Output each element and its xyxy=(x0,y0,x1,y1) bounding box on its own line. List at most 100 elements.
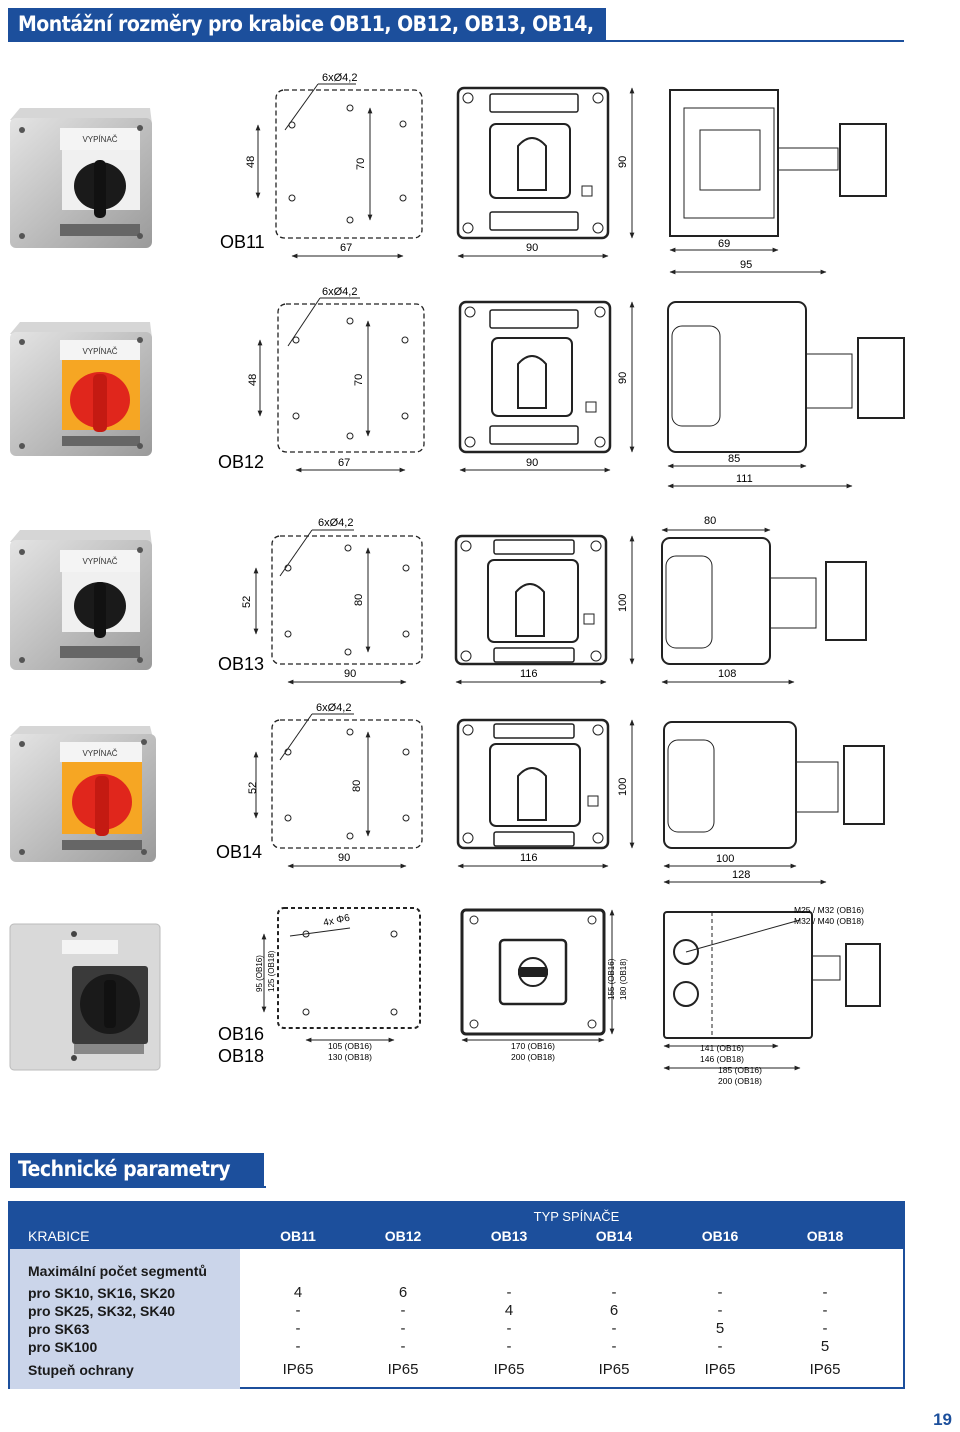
table-cell: IP65 xyxy=(282,1361,314,1378)
front-h1-ob16: 155 (OB16) xyxy=(607,958,616,1000)
hole-spec-ob14: 6xØ4,2 xyxy=(316,702,351,714)
table-cell: 4 xyxy=(293,1284,303,1301)
side-top-ob13: 80 xyxy=(704,515,716,527)
dim-w1-ob16: 105 (OB16) xyxy=(328,1041,372,1051)
table-cell: - xyxy=(400,1302,406,1319)
column-header: OB12 xyxy=(384,1228,422,1244)
side-a2-ob18: 146 (OB18) xyxy=(700,1054,744,1064)
side-b-ob14: 128 xyxy=(732,869,750,881)
table-cell: - xyxy=(822,1284,828,1301)
dim-mid-ob13: 80 xyxy=(353,594,365,606)
table-cell: - xyxy=(295,1320,301,1337)
dim-mid-ob14: 80 xyxy=(351,780,363,792)
dim-h2-ob18: 125 (OB18) xyxy=(267,950,276,992)
table-cell: IP65 xyxy=(387,1361,419,1378)
dim-h1-ob16: 95 (OB16) xyxy=(255,955,264,992)
table-cell: IP65 xyxy=(704,1361,736,1378)
row-ob14: VYPÍNAČ OB14 6xØ4,2 52 80 90 100 11 xyxy=(10,702,885,885)
table-cell: - xyxy=(506,1320,512,1337)
table-cell: - xyxy=(611,1338,617,1355)
product-photo-ob11: VYPÍNAČ xyxy=(10,108,152,248)
table-header: TYP SPÍNAČE KRABICE OB11 OB12 OB13 OB14 … xyxy=(10,1203,903,1249)
gland-ob16: M25 / M32 (OB16) xyxy=(794,905,864,915)
page-number: 19 xyxy=(933,1410,952,1429)
dim-width-ob11: 67 xyxy=(340,242,352,254)
hole-spec-ob11: 6xØ4,2 xyxy=(322,72,357,84)
dim-mid-ob12: 70 xyxy=(353,374,365,386)
front-height-ob13: 100 xyxy=(617,594,629,612)
photo-brand-text: VYPÍNAČ xyxy=(82,749,117,758)
table-cell: IP65 xyxy=(493,1361,525,1378)
table-row-label: pro SK25, SK32, SK40 xyxy=(28,1303,176,1319)
side-b1-ob16: 185 (OB16) xyxy=(718,1065,762,1075)
switch-type-label: TYP SPÍNAČE xyxy=(533,1209,620,1224)
table-cell: - xyxy=(400,1320,406,1337)
side-a-ob11: 69 xyxy=(718,238,730,250)
column-header: OB11 xyxy=(280,1228,316,1244)
front-width-ob11: 90 xyxy=(526,242,538,254)
side-b2-ob18: 200 (OB18) xyxy=(718,1076,762,1086)
front-height-ob14: 100 xyxy=(617,778,629,796)
table-cell: - xyxy=(295,1338,301,1355)
front-width-ob14: 116 xyxy=(520,852,538,864)
table-row-label: Stupeň ochrany xyxy=(28,1362,134,1378)
hole-spec-ob16: 4x Φ6 xyxy=(322,912,351,928)
row-ob11: VYPÍNAČ OB11 6xØ4,2 48 70 67 90 xyxy=(10,72,887,275)
table-cell: - xyxy=(717,1302,723,1319)
hole-spec-ob12: 6xØ4,2 xyxy=(322,286,357,298)
gland-ob18: M32 / M40 (OB18) xyxy=(794,916,864,926)
front-w2-ob18: 200 (OB18) xyxy=(511,1052,555,1062)
table-cell: - xyxy=(822,1320,828,1337)
row-label-ob14: OB14 xyxy=(216,842,262,862)
table-cell: IP65 xyxy=(809,1361,841,1378)
table-row-label: pro SK10, SK16, SK20 xyxy=(28,1285,176,1301)
row-ob16-ob18: OB16 OB18 4x Φ6 95 (OB16) 125 (OB18) 105… xyxy=(9,905,881,1086)
dim-width-ob12: 67 xyxy=(338,457,350,469)
dim-width-ob14: 90 xyxy=(338,852,350,864)
table-cell: - xyxy=(400,1338,406,1355)
column-header: OB18 xyxy=(806,1228,844,1244)
segments-group-label: Maximální počet segmentů xyxy=(28,1263,207,1279)
column-header: OB14 xyxy=(595,1228,633,1244)
dim-left-ob12: 48 xyxy=(247,374,259,386)
dim-left-ob13: 52 xyxy=(241,596,253,608)
table-cell: - xyxy=(717,1338,723,1355)
dim-left-ob14: 52 xyxy=(247,782,259,794)
table-cell: - xyxy=(822,1302,828,1319)
table-cell: - xyxy=(506,1284,512,1301)
row-label-ob18: OB18 xyxy=(218,1046,264,1066)
row-ob13: VYPÍNAČ OB13 6xØ4,2 52 80 90 100 11 xyxy=(10,515,867,685)
column-header: OB13 xyxy=(490,1228,528,1244)
photo-brand-text: VYPÍNAČ xyxy=(82,557,117,566)
column-header: OB16 xyxy=(701,1228,739,1244)
table-cell: - xyxy=(717,1284,723,1301)
page-header-title: Montážní rozměry pro krabice OB11, OB12,… xyxy=(8,8,606,68)
table-cell: - xyxy=(506,1338,512,1355)
photo-brand-text: VYPÍNAČ xyxy=(82,135,117,144)
side-a1-ob16: 141 (OB16) xyxy=(700,1043,744,1053)
row-label-ob12: OB12 xyxy=(218,452,264,472)
front-w1-ob16: 170 (OB16) xyxy=(511,1041,555,1051)
hole-spec-ob13: 6xØ4,2 xyxy=(318,517,353,529)
table-cell: - xyxy=(611,1320,617,1337)
row-label-ob13: OB13 xyxy=(218,654,264,674)
side-a-ob12: 85 xyxy=(728,453,740,465)
dim-width-ob13: 90 xyxy=(344,668,356,680)
front-width-ob12: 90 xyxy=(526,457,538,469)
table-cell: 4 xyxy=(504,1302,514,1319)
section-title: Technické parametry krabic xyxy=(10,1153,264,1214)
row-ob12: VYPÍNAČ OB12 6xØ4,2 48 70 67 90 90 xyxy=(10,286,905,489)
photo-brand-text: VYPÍNAČ xyxy=(82,347,117,356)
dim-left-ob11: 48 xyxy=(245,156,257,168)
side-a-ob14: 100 xyxy=(716,853,734,865)
front-h2-ob18: 180 (OB18) xyxy=(619,958,628,1000)
side-a-ob13: 108 xyxy=(718,668,736,680)
product-photo-ob14: VYPÍNAČ xyxy=(10,726,156,862)
box-column-label: KRABICE xyxy=(28,1228,90,1244)
front-height-ob11: 90 xyxy=(617,156,629,168)
table-cell: IP65 xyxy=(598,1361,630,1378)
table-cell: - xyxy=(611,1284,617,1301)
dim-mid-ob11: 70 xyxy=(355,158,367,170)
section-underline xyxy=(10,1186,266,1188)
row-label-ob16: OB16 xyxy=(218,1024,264,1044)
